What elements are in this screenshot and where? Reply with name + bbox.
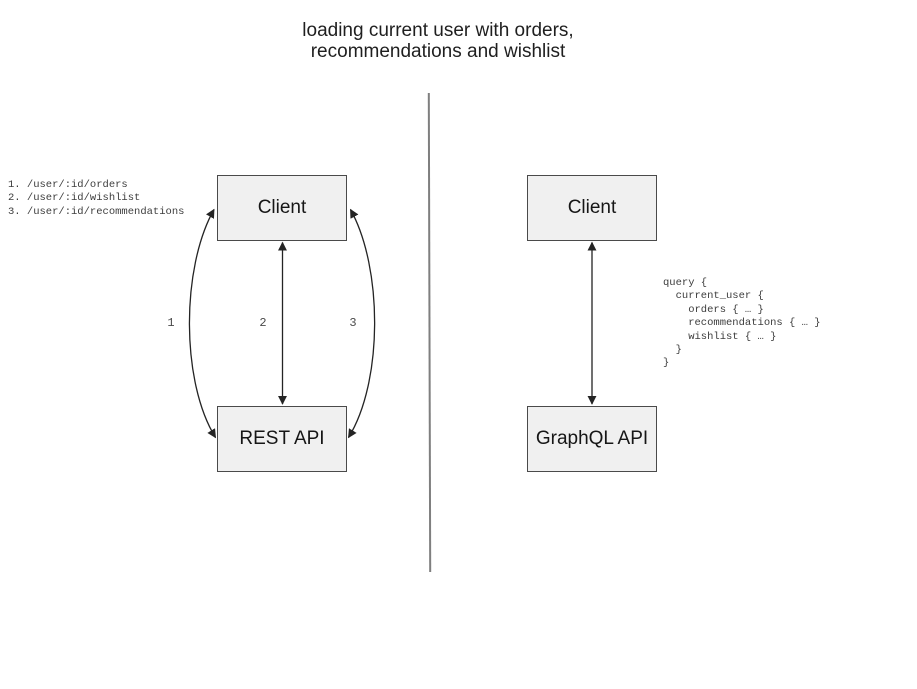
rest-arrow-recommendations: [347, 208, 376, 439]
rest-endpoint-recommendations: 3. /user/:id/recommendations: [8, 205, 185, 218]
diagram-title: loading current user with orders, recomm…: [288, 20, 588, 62]
arrow-label-1: 1: [167, 316, 175, 330]
graphql-api-node: GraphQL API: [527, 406, 657, 472]
arrow-label-3: 3: [349, 316, 357, 330]
rest-arrow-orders: [188, 208, 217, 439]
panel-divider-line: [427, 92, 432, 573]
query-line: wishlist { … }: [663, 330, 777, 343]
rest-endpoint-list: 1. /user/:id/orders 2. /user/:id/wishlis…: [8, 179, 184, 219]
query-line: }: [663, 344, 682, 357]
graphql-query-snippet: query { current_user { orders { … } reco…: [663, 277, 821, 371]
rest-client-label: Client: [257, 197, 307, 218]
query-line: orders { … }: [663, 303, 764, 316]
diagram-title-line1: loading current user with orders,: [302, 20, 574, 41]
arrow-label-2: 2: [259, 316, 267, 330]
rest-api-label: REST API: [239, 428, 325, 449]
query-line: current_user {: [663, 290, 764, 303]
rest-client-node: Client: [217, 175, 347, 241]
rest-endpoint-orders: 1. /user/:id/orders: [8, 179, 128, 191]
query-line: }: [663, 357, 670, 370]
query-line: query {: [663, 277, 708, 289]
rest-api-node: REST API: [217, 406, 347, 472]
graphql-client-label: Client: [567, 197, 617, 218]
graphql-api-label: GraphQL API: [535, 428, 649, 449]
graphql-client-node: Client: [527, 175, 657, 241]
query-line: recommendations { … }: [663, 317, 821, 330]
diagram-title-line2: recommendations and wishlist: [310, 41, 566, 62]
rest-endpoint-wishlist: 2. /user/:id/wishlist: [8, 192, 141, 205]
